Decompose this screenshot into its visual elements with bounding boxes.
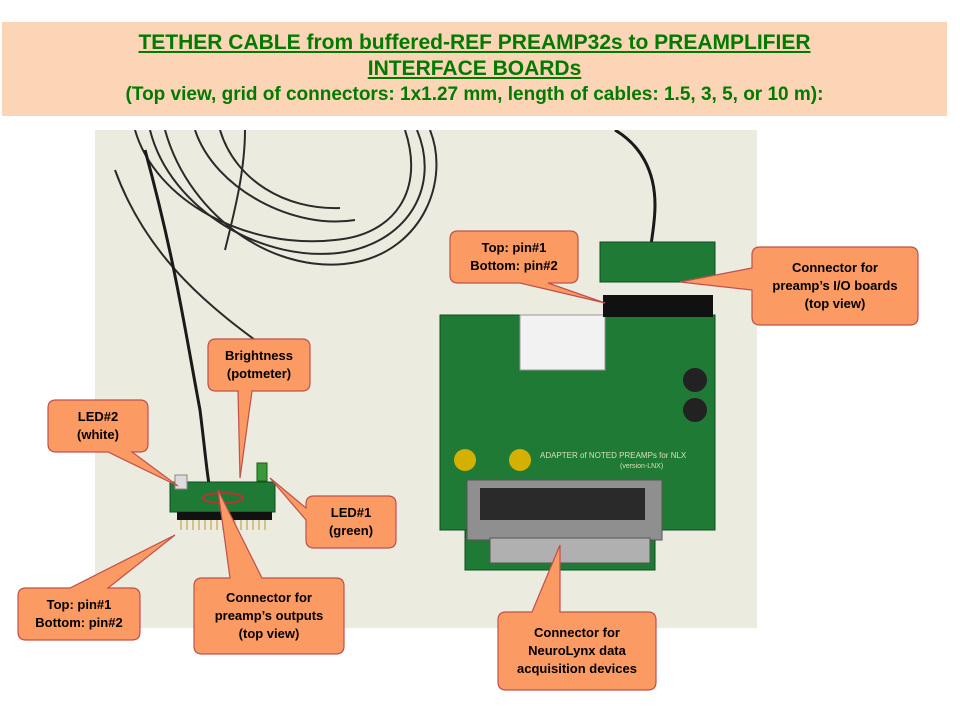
title-subline: (Top view, grid of connectors: 1x1.27 mm…	[125, 84, 824, 105]
io-connector	[603, 295, 713, 317]
title-line-2: INTERFACE BOARDs	[367, 57, 582, 80]
callout-io-line1: Connector for	[792, 260, 878, 275]
callout-io-line2: preamp’s I/O boards	[772, 278, 898, 293]
large-interface-board: ADAPTER of NOTED PREAMPs for NLX (versio…	[439, 241, 716, 571]
callout-pin-left-line2: Bottom: pin#2	[35, 615, 123, 630]
callout-brightness-shape	[207, 338, 311, 479]
callout-pin-right-line2: Bottom: pin#2	[470, 258, 558, 273]
callout-io-shape	[679, 246, 919, 326]
callout-led1-line1: LED#1	[330, 505, 372, 520]
hardware-photo: ADAPTER of NOTED PREAMPs for NLX (versio…	[95, 130, 757, 628]
callout-connector-neurolynx: Connector for NeuroLynx data acquisition…	[498, 612, 656, 690]
white-header	[519, 314, 606, 371]
callout-pin-left-shape	[17, 534, 176, 641]
cable-left	[143, 149, 212, 491]
callout-led1: LED#1 (green)	[306, 496, 396, 548]
callout-led2-shape	[47, 399, 179, 487]
callout-led2-line1: LED#2	[77, 409, 119, 424]
callout-outputs-line3: (top view)	[238, 626, 300, 641]
callout-pin-right: Top: pin#1 Bottom: pin#2	[450, 231, 578, 283]
callout-neurolynx-line3: acquisition devices	[517, 661, 637, 676]
callout-led1-shape	[269, 477, 397, 549]
cable-coil	[114, 130, 438, 371]
callout-connector-io: Connector for preamp’s I/O boards (top v…	[752, 247, 918, 325]
callout-led1-line2: (green)	[328, 523, 374, 538]
callout-brightness-line2: (potmeter)	[226, 366, 292, 381]
callout-led2: LED#2 (white)	[48, 400, 148, 452]
callout-neurolynx-line2: NeuroLynx data	[528, 643, 626, 658]
callout-outputs-shape	[193, 489, 345, 655]
led-green	[256, 462, 268, 482]
callout-pin-right-shape	[449, 230, 606, 304]
cable-right	[614, 130, 657, 246]
callout-outputs-line2: preamp’s outputs	[214, 608, 324, 623]
callout-pin-left-line1: Top: pin#1	[46, 597, 112, 612]
callout-led2-line2: (white)	[77, 427, 119, 442]
callout-neurolynx-line1: Connector for	[534, 625, 620, 640]
title-line-1: TETHER CABLE from buffered-REF PREAMP32s…	[138, 31, 811, 54]
callout-outputs-line1: Connector for	[226, 590, 312, 605]
callout-io-line3: (top view)	[804, 296, 866, 311]
callout-pin-left: Top: pin#1 Bottom: pin#2	[18, 588, 140, 640]
callout-connector-outputs: Connector for preamp’s outputs (top view…	[194, 578, 344, 654]
callout-brightness: Brightness (potmeter)	[208, 339, 310, 391]
board-text: ADAPTER of NOTED PREAMPs for NLX	[540, 451, 687, 460]
callout-brightness-line1: Brightness	[225, 348, 293, 363]
callout-pin-right-line1: Top: pin#1	[481, 240, 547, 255]
board-version-text: (version-LNX)	[620, 463, 663, 470]
callout-neurolynx-shape	[497, 544, 657, 691]
title-banner: TETHER CABLE from buffered-REF PREAMP32s…	[2, 22, 947, 116]
